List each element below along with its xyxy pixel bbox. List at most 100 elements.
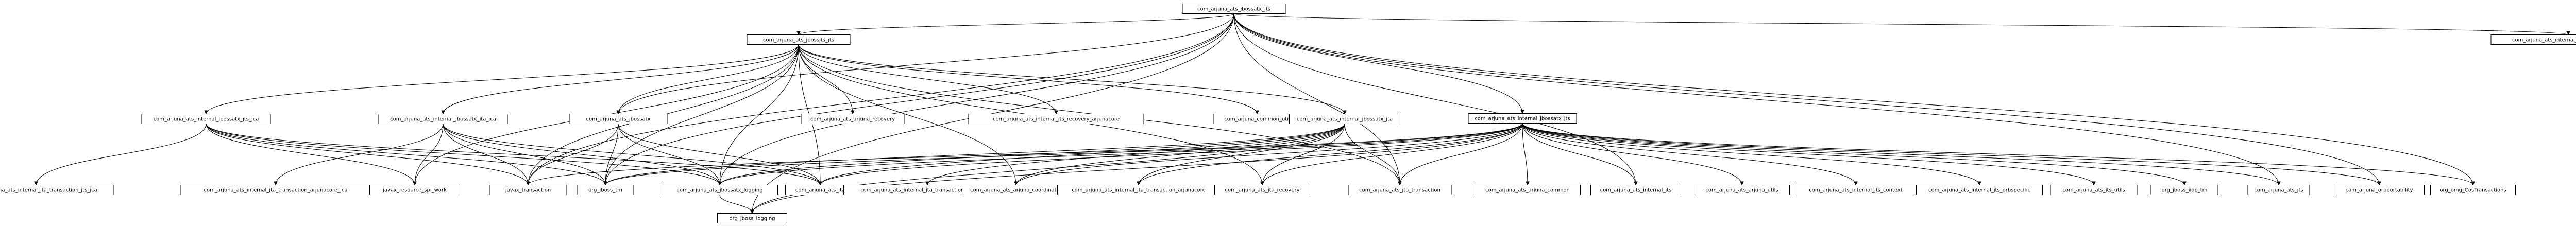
node-n17: com_arjuna_ats_jbossatx_logging [662,185,778,195]
node-box [1694,185,1790,195]
edge-n11-n20 [1016,124,1345,185]
edge-n6-n15 [443,124,528,185]
node-label: org_jboss_iiop_tm [2162,188,2208,194]
node-n20: com_arjuna_ats_arjuna_coordinator [963,185,1069,195]
edge-n5-n18 [206,124,820,185]
edge-n3-n16 [605,123,1523,185]
node-n23: com_arjuna_ats_jta_transaction [1348,185,1452,195]
node-label: com_arjuna_ats_arjuna_recovery [810,117,895,122]
edge-n2-n10 [798,44,1257,114]
node-box [489,185,567,195]
edge-n6-n14 [415,124,444,185]
edge-n11-n17 [720,124,1345,185]
node-box [801,114,905,124]
edge-n1-n4 [1233,13,2568,35]
node-n32: com_arjuna_orbportability [2334,185,2425,195]
edge-n1-n32 [1233,13,2379,185]
edge-n3-n31 [1522,123,2279,185]
node-n12: com_arjuna_ats_internal_jta_transaction_… [0,185,114,195]
node-label: com_arjuna_ats_jts_utils [2062,188,2125,194]
node-box [1182,4,1286,14]
node-label: org_jboss_logging [729,216,775,222]
edge-n11-n34 [752,124,1345,214]
edge-n2-n11 [798,44,1345,114]
edge-n3-n21 [1139,123,1523,185]
node-label: com_arjuna_ats_arjuna_coordinator [970,188,1062,194]
edge-n2-n9 [798,44,1056,114]
node-label: com_arjuna_ats_internal_jts [1600,188,1672,194]
node-n27: com_arjuna_ats_internal_jts_context [1795,185,1917,195]
edge-n3-n30 [1522,123,2184,185]
node-label: com_arjuna_ats_jta_transaction [1359,188,1440,194]
edge-n11-n23 [1344,124,1400,185]
node-label: com_arjuna_ats_internal_jts_recovery_arj… [993,117,1120,122]
node-n7: com_arjuna_ats_jbossatx [569,114,668,124]
node-label: com_arjuna_ats_internal_jts_orbspecific [1928,188,2030,194]
node-box [369,185,460,195]
edge-n3-n28 [1522,123,1979,185]
node-n33: org_omg_CosTransactions [2430,185,2516,195]
node-label: org_omg_CosTransactions [2439,188,2506,194]
node-n1: com_arjuna_ats_jbossatx_jts [1182,4,1286,14]
node-n15: javax_transaction [489,185,567,195]
node-box [1289,114,1400,124]
edge-n6-n13 [276,124,444,185]
node-box [577,185,634,195]
node-n11: com_arjuna_ats_internal_jbossatx_jta [1289,114,1400,124]
edge-n1-n16 [605,13,1234,185]
edge-n3-n29 [1522,123,2094,185]
node-box [2150,185,2218,195]
edge-n3-n17 [720,123,1523,185]
edge-n11-n19 [927,124,1345,185]
node-label: com_arjuna_ats_jbossatx_jts [1197,7,1270,12]
edge-n3-n32 [1522,123,2379,185]
edge-n5-n15 [206,124,528,185]
edge-n1-n7 [618,13,1234,114]
node-box [378,114,508,124]
node-box [569,114,668,124]
node-label: com_arjuna_ats_jts [2254,188,2303,194]
node-label: com_arjuna_ats_arjuna_common [1485,188,1570,194]
edge-n6-n17 [443,124,720,185]
node-n10: com_arjuna_common_util [1213,114,1301,124]
node-box [0,185,114,195]
edge-n7-n18 [618,124,820,185]
node-n16: org_jboss_tm [577,185,634,195]
edge-n3-n20 [1016,123,1523,185]
node-label: org_jboss_tm [588,188,622,194]
node-label: com_arjuna_ats_internal_jta_transaction_… [2512,38,2576,43]
edge-n5-n14 [206,124,415,185]
node-box [968,114,1144,124]
edge-n1-n25 [1233,13,1636,185]
edge-n2-n6 [443,44,799,114]
node-box [141,114,271,124]
edge-n3-n22 [1262,123,1523,185]
edge-n2-n5 [206,44,799,114]
node-box [662,185,778,195]
node-label: com_arjuna_ats_jbossatx [586,117,650,122]
edge-n6-n16 [443,124,605,185]
node-n24: com_arjuna_ats_arjuna_common [1475,185,1581,195]
node-box [1475,185,1581,195]
node-label: com_arjuna_ats_internal_jbossatx_jts_jca [154,117,259,122]
node-box [1590,185,1681,195]
edge-n7-n16 [605,124,619,185]
edge-n1-n15 [528,13,1234,185]
edge-n1-n31 [1233,13,2279,185]
node-label: com_arjuna_ats_jta [795,188,845,194]
node-label: com_arjuna_ats_internal_jta_transaction_… [860,188,994,194]
node-n34: org_jboss_logging [717,213,787,223]
node-label: com_arjuna_ats_jbossatx_logging [676,188,762,194]
edge-n5-n12 [36,124,207,185]
node-n25: com_arjuna_ats_internal_jts [1590,185,1681,195]
node-label: javax_transaction [505,188,551,194]
node-label: com_arjuna_ats_internal_jta_transaction_… [1072,188,1206,194]
edge-n3-n24 [1522,123,1528,185]
node-n4: com_arjuna_ats_internal_jta_transaction_… [2490,34,2576,45]
node-n2: com_arjuna_ats_jbossjts_jts [747,34,851,45]
edges-layer [36,13,2568,214]
edge-n1-n34 [752,13,1234,214]
edge-n5-n17 [206,124,720,185]
node-n13: com_arjuna_ats_internal_jta_transaction_… [180,185,371,195]
